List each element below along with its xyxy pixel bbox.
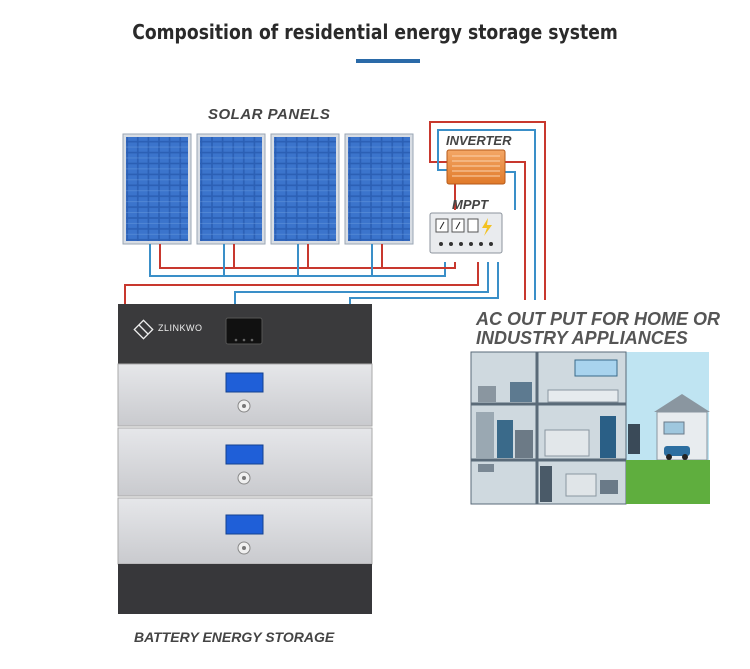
solar-panel-1 bbox=[122, 133, 192, 245]
brand-name: ZLINKWO bbox=[158, 323, 203, 333]
ac-output-label-line2: INDUSTRY APPLIANCES bbox=[476, 328, 688, 348]
solar-panels-label: SOLAR PANELS bbox=[208, 106, 331, 123]
inverter-label: INVERTER bbox=[446, 133, 512, 148]
solar-panel-4 bbox=[344, 133, 414, 245]
battery-wiring bbox=[124, 262, 499, 306]
battery-storage-label: BATTERY ENERGY STORAGE bbox=[134, 629, 335, 645]
brand-logo-icon bbox=[133, 319, 154, 340]
panel-wiring bbox=[149, 244, 456, 277]
mppt-controller bbox=[429, 212, 503, 254]
solar-panel-2 bbox=[196, 133, 266, 245]
mppt-label: MPPT bbox=[452, 197, 489, 212]
page-title: Composition of residential energy storag… bbox=[132, 20, 618, 44]
inverter-unit bbox=[446, 149, 506, 185]
battery-stack bbox=[117, 304, 373, 614]
ac-output-label: AC OUT PUT FOR HOME OR INDUSTRY APPLIANC… bbox=[476, 310, 720, 348]
house-illustration bbox=[470, 351, 710, 505]
title-underline bbox=[356, 59, 420, 63]
ac-output-label-line1: AC OUT PUT FOR HOME OR bbox=[476, 309, 720, 329]
solar-panel-3 bbox=[270, 133, 340, 245]
